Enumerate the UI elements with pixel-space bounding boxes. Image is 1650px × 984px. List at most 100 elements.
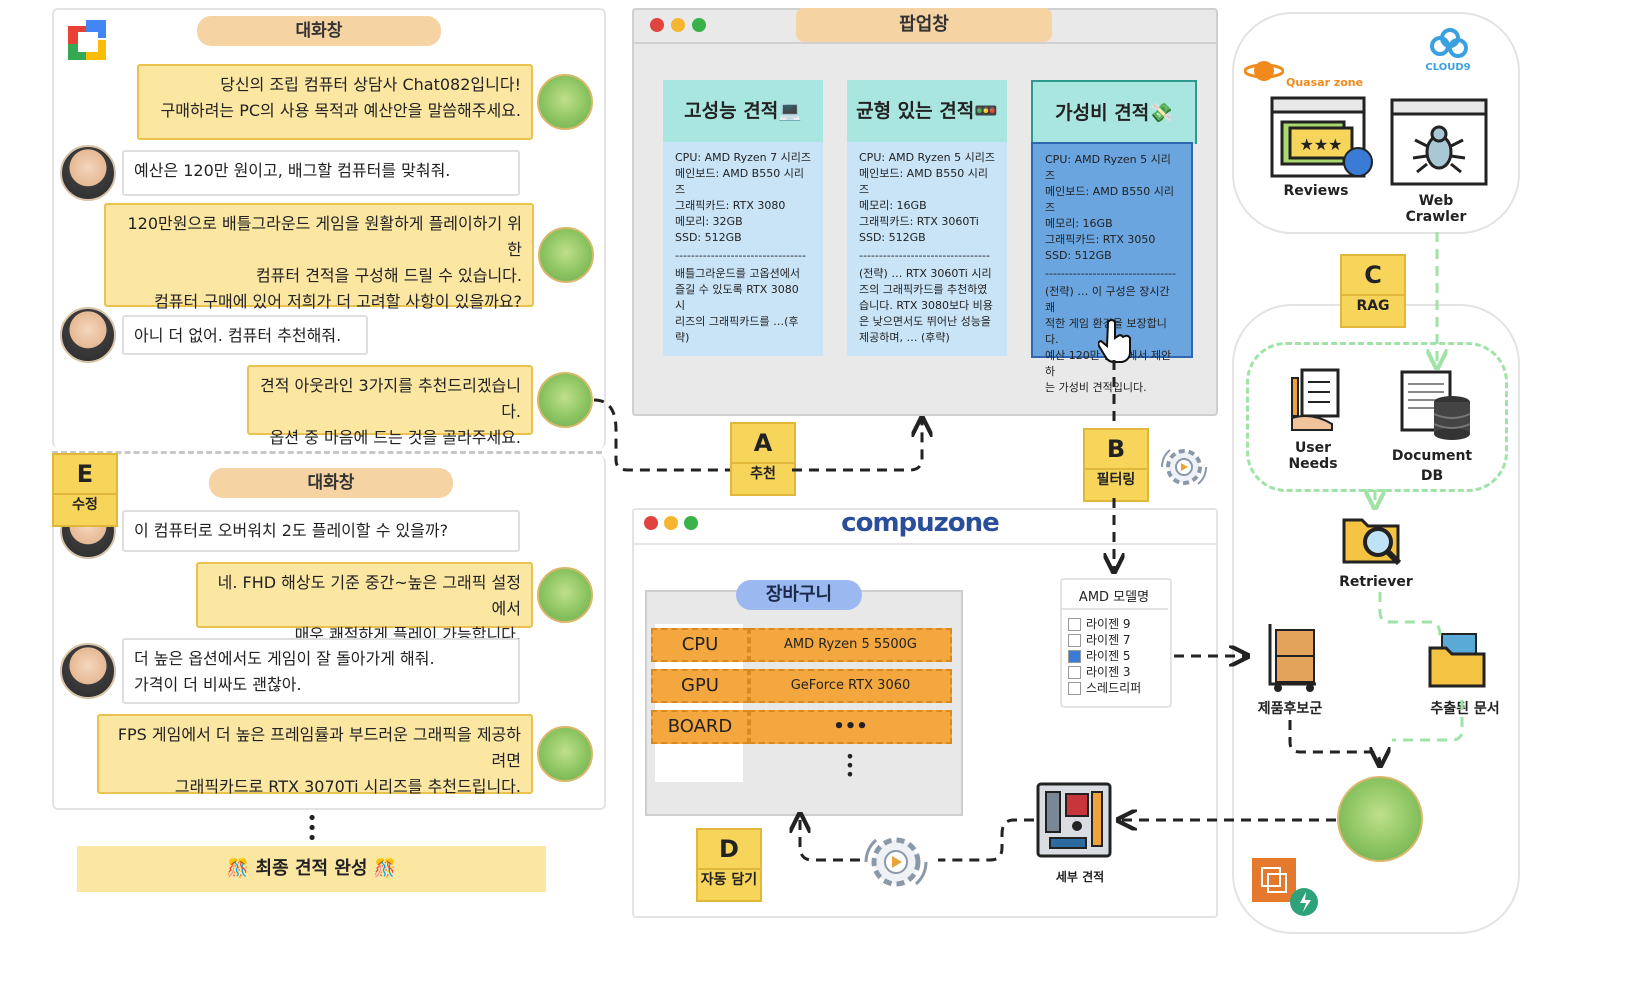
- user-message: 아니 더 없어. 컴퓨터 추천해줘.: [122, 315, 368, 355]
- user-needs-label: User Needs: [1288, 440, 1338, 472]
- message-line: 구매하려는 PC의 사용 목적과 예산안을 말씀해주세요.: [160, 101, 521, 120]
- message-line: FPS 게임에서 더 높은 프레임률과 부드러운 그래픽을 제공하려면: [117, 725, 521, 770]
- filter-checkbox[interactable]: [1068, 618, 1081, 631]
- estimate-card-header[interactable]: 균형 있는 견적🚥: [847, 80, 1007, 142]
- spec-line: 그래픽카드: RTX 3050: [1045, 233, 1156, 246]
- chatbot-avatar: [538, 227, 594, 283]
- description-line: 습니다. RTX 3080보다 비용: [859, 299, 993, 312]
- filter-option-label[interactable]: 스레드리퍼: [1086, 681, 1142, 695]
- description-line: 즈의 그래픽카드를 추천하였: [859, 283, 988, 296]
- product-candidates-icon: [1266, 622, 1320, 694]
- separator-line: ---------------------------------: [859, 249, 990, 262]
- web-crawler-icon: [1390, 98, 1488, 186]
- message-line: 컴퓨터 견적을 구성해 드릴 수 있습니다.: [255, 266, 522, 285]
- filter-option-label[interactable]: 라이젠 7: [1086, 633, 1131, 647]
- message-line: 이 컴퓨터로 오버워치 2도 플레이할 수 있을까?: [134, 521, 449, 540]
- chatbot-avatar: [537, 372, 593, 428]
- separator-line: ---------------------------------: [1045, 267, 1176, 280]
- popup-title: 팝업창: [796, 8, 1052, 42]
- spec-line: 그래픽카드: RTX 3060Ti: [859, 215, 979, 228]
- message-line: 당신의 조립 컴퓨터 상담사 Chat082입니다!: [220, 75, 521, 94]
- window-close-dot-2[interactable]: [644, 516, 658, 530]
- filter-option-label[interactable]: 라이젠 3: [1086, 665, 1131, 679]
- window-close-dot[interactable]: [650, 18, 664, 32]
- filter-option-label[interactable]: 라이젠 9: [1086, 617, 1131, 631]
- cart-part-cell: CPU: [651, 628, 749, 662]
- app-logo-icon: [66, 18, 110, 62]
- quasar-logo-icon: [1243, 56, 1285, 86]
- cart-value-cell: GeForce RTX 3060: [749, 669, 952, 703]
- cart-more-dots: •••: [845, 747, 855, 784]
- description-line: (전략) … RTX 3060Ti 시리: [859, 267, 992, 280]
- cart-value-cell: •••: [749, 710, 952, 744]
- estimate-card-header[interactable]: 가성비 견적💸: [1031, 80, 1197, 144]
- spec-line: SSD: 512GB: [1045, 249, 1112, 262]
- spec-line: 그래픽카드: RTX 3080: [675, 199, 786, 212]
- filter-checkbox[interactable]: [1068, 634, 1081, 647]
- description-line: 리즈의 그래픽카드를 …(후략): [675, 315, 799, 344]
- spec-line: 메모리: 32GB: [675, 215, 743, 228]
- user-avatar: [60, 307, 116, 363]
- message-line: 견적 아웃라인 3가지를 추천드리겠습니다.: [260, 376, 521, 421]
- extracted-docs-label: 추출된 문서: [1430, 701, 1500, 717]
- reviews-icon: ★★★: [1270, 96, 1382, 182]
- window-minimize-dot[interactable]: [671, 18, 685, 32]
- description-line: 배틀그라운드를 고옵션에서: [675, 267, 800, 280]
- cloud9-logo-icon: [1424, 26, 1472, 62]
- description-line: 은 낮으면서도 뛰어난 성능을: [859, 315, 991, 328]
- step-c-letter: C: [1364, 261, 1382, 289]
- description-line: 적한 게임 환경을 보장합니다.: [1045, 317, 1167, 346]
- message-line: 120만원으로 배틀그라운드 게임을 원활하게 플레이하기 위한: [127, 214, 522, 259]
- compuzone-titlebar-line: [632, 543, 1216, 545]
- message-line: 가격이 더 비싸도 괜찮아.: [134, 675, 302, 694]
- document-db-label: Document DB: [1391, 448, 1473, 484]
- spec-line: CPU: AMD Ryzen 5 시리즈: [1045, 153, 1171, 182]
- filter-option-label[interactable]: 라이젠 5: [1086, 649, 1131, 663]
- cart-part-cell: GPU: [651, 669, 749, 703]
- separator-line: ---------------------------------: [675, 249, 806, 262]
- chatbot-mascot-avatar: [1337, 776, 1423, 862]
- quasar-label: Quasar zone: [1286, 76, 1364, 89]
- estimate-card-header[interactable]: 고성능 견적💻: [663, 80, 823, 142]
- bot-message: 당신의 조립 컴퓨터 상담사 Chat082입니다! 구매하려는 PC의 사용 목…: [137, 64, 533, 140]
- automation-gear-icon: [1157, 440, 1211, 494]
- window-maximize-dot[interactable]: [692, 18, 706, 32]
- step-c-rag-tag: C RAG: [1340, 254, 1406, 328]
- window-minimize-dot-2[interactable]: [664, 516, 678, 530]
- step-d-letter: D: [719, 835, 739, 863]
- spec-line: 메모리: 16GB: [1045, 217, 1113, 230]
- spec-line: 메인보드: AMD B550 시리즈: [859, 167, 988, 196]
- message-line: 그래픽카드로 RTX 3070Ti 시리즈를 추천드립니다.: [174, 777, 521, 796]
- step-d-autoadd-tag: D 자동 담기: [696, 828, 762, 902]
- web-crawler-label: Web Crawler: [1405, 193, 1467, 225]
- step-c-label: RAG: [1342, 294, 1404, 316]
- step-b-label: 필터링: [1085, 468, 1147, 490]
- user-avatar: [60, 643, 116, 699]
- reviews-label: Reviews: [1283, 183, 1349, 199]
- popup-titlebar-line: [632, 42, 1216, 44]
- window-maximize-dot-2[interactable]: [684, 516, 698, 530]
- description-line: 제공하며, … (후략): [859, 331, 950, 344]
- chatbot-avatar: [537, 726, 593, 782]
- message-line: 옵션 중 마음에 드는 것을 골라주세요.: [269, 428, 521, 447]
- user-needs-icon: [1290, 368, 1340, 432]
- filter-checkbox[interactable]: [1068, 682, 1081, 695]
- cart-value-cell: AMD Ryzen 5 5500G: [749, 628, 952, 662]
- filter-checkbox[interactable]: [1068, 650, 1081, 663]
- chat-title-1: 대화창: [197, 16, 441, 46]
- automation-gear-icon-2: [860, 826, 932, 898]
- bot-message: 견적 아웃라인 3가지를 추천드리겠습니다. 옵션 중 마음에 드는 것을 골라주…: [247, 365, 533, 447]
- chat-title-2: 대화창: [209, 468, 453, 498]
- user-avatar: [60, 145, 116, 201]
- message-line: 아니 더 없어. 컴퓨터 추천해줘.: [134, 326, 342, 345]
- final-quote-banner: 🎊 최종 견적 완성 🎊: [77, 846, 546, 892]
- detail-quote-label: 세부 견적: [1055, 870, 1105, 884]
- message-line: 예산은 120만 원이고, 배그할 컴퓨터를 맞춰줘.: [134, 161, 451, 180]
- filter-checkbox[interactable]: [1068, 666, 1081, 679]
- product-candidates-label: 제품후보군: [1257, 701, 1323, 717]
